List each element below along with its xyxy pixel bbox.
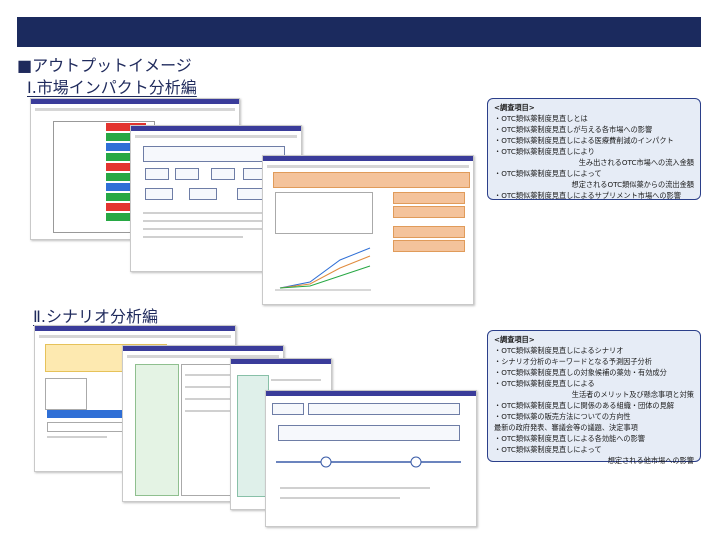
box2-item: 最新の政府発表、審議会等の議題、決定事項 (494, 423, 638, 432)
section-2-heading: Ⅱ.シナリオ分析編 (33, 303, 158, 327)
page-title: ■アウトプットイメージ (17, 56, 192, 75)
box2-item: ・OTC類似薬制度見直しによるシナリオ (494, 346, 624, 355)
box1-item: 想定されるOTC類似薬からの流出金額 (571, 180, 694, 189)
research-items-box-1: <調査項目> ・OTC類似薬制度見直しとは ・OTC類似薬制度見直しが与える各市… (487, 98, 701, 200)
section-1-label: Ⅰ.市場インパクト分析編 (27, 78, 197, 97)
box1-item: ・OTC類似薬制度見直しによるサプリメント市場への影響 (494, 191, 681, 200)
box1-heading: <調査項目> (494, 103, 535, 112)
box2-item: ・OTC類似薬制度見直しによる各効能への影響 (494, 434, 645, 443)
box2-item: ・OTC類似薬制度見直しに関係のある組織・団体の見解 (494, 401, 674, 410)
box2-item: 生活者のメリット及び懸念事項と対策 (571, 390, 694, 399)
box2-heading: <調査項目> (494, 335, 535, 344)
box2-item: ・シナリオ分析のキーワードとなる予測因子分析 (494, 357, 652, 366)
research-items-box-2: <調査項目> ・OTC類似薬制度見直しによるシナリオ ・シナリオ分析のキーワード… (487, 330, 701, 465)
box1-item: ・OTC類似薬制度見直しによって (494, 169, 602, 178)
header-bar (17, 17, 701, 47)
box2-item: ・OTC類似薬制度見直しによって (494, 445, 602, 454)
box2-item: ・OTC類似薬の販売方法についての方向性 (494, 412, 631, 421)
slide-thumbnail-2d (265, 390, 477, 527)
box1-item: ・OTC類似薬制度見直しが与える各市場への影響 (494, 125, 653, 134)
box1-item: ・OTC類似薬制度見直しによる医療費削減のインパクト (494, 136, 674, 145)
section-1-heading: Ⅰ.市場インパクト分析編 (27, 74, 197, 98)
box2-item: ・OTC類似薬制度見直しによる (494, 379, 595, 388)
box1-item: ・OTC類似薬制度見直しとは (494, 114, 588, 123)
box1-item: 生み出されるOTC市場への流入金額 (578, 158, 694, 167)
box2-item: 想定される他市場への影響 (607, 456, 694, 465)
box2-item: ・OTC類似薬制度見直しの対象候補の薬効・有効成分 (494, 368, 667, 377)
section-2-label: Ⅱ.シナリオ分析編 (33, 307, 158, 326)
slide-thumbnail-1c (262, 155, 474, 305)
box1-item: ・OTC類似薬制度見直しにより (494, 147, 595, 156)
